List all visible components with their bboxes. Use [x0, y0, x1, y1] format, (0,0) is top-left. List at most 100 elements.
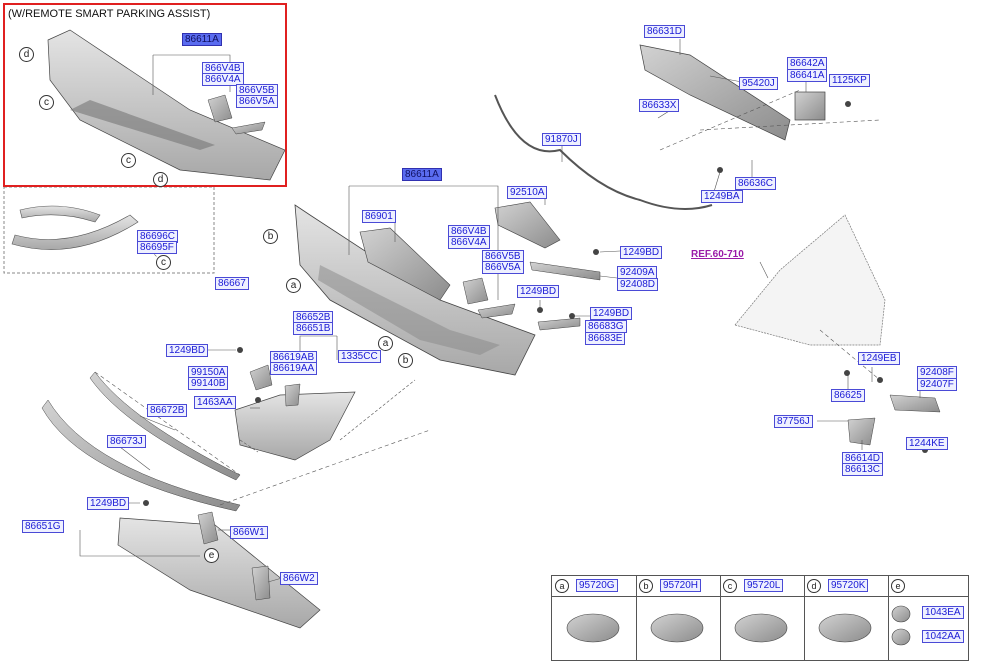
- part-label-detail-866v5a[interactable]: 866V5A: [236, 95, 278, 108]
- part-label-1249bd-4[interactable]: 1249BD: [166, 344, 209, 357]
- part-label-91870j[interactable]: 91870J: [542, 133, 581, 146]
- wiring-harness-shape: [494, 94, 713, 210]
- legend-key: c: [723, 579, 737, 593]
- lower-grille-shape: [234, 391, 356, 461]
- part-label-1249bd-1[interactable]: 1249BD: [620, 246, 663, 259]
- callout-d: d: [153, 172, 168, 187]
- part-label-86641a[interactable]: 86641A: [787, 69, 828, 82]
- bracket-866w1-shape: [197, 511, 219, 545]
- fender-shape: [734, 214, 886, 346]
- bumper-cover-shape: [294, 204, 536, 376]
- sensor-legend-table: a 95720G b 95720H c 95720L d 95720K e 10…: [551, 575, 969, 661]
- camera-bracket-shape: [249, 364, 273, 391]
- part-label-86683e[interactable]: 86683E: [585, 332, 626, 345]
- part-label-1249bd-2[interactable]: 1249BD: [517, 285, 560, 298]
- part-label-1249ba[interactable]: 1249BA: [701, 190, 743, 203]
- bumper-cover-grille: [318, 265, 500, 355]
- detail-bracket-shape: [207, 94, 233, 123]
- part-label-detail-866v4a[interactable]: 866V4A: [202, 73, 244, 86]
- legend-cell-e: e 1043EA 1042AA: [888, 576, 968, 660]
- part-label-86625[interactable]: 86625: [831, 389, 865, 402]
- detail-box-title: (W/REMOTE SMART PARKING ASSIST): [8, 8, 211, 20]
- part-label-866w1[interactable]: 866W1: [230, 526, 268, 539]
- part-label-87756j[interactable]: 87756J: [774, 415, 813, 428]
- part-label-86611a[interactable]: 86611A: [402, 168, 442, 181]
- part-label-detail-86611a[interactable]: 86611A: [182, 33, 222, 46]
- module-86642a-shape: [794, 91, 826, 121]
- part-label-86613c[interactable]: 86613C: [842, 463, 884, 476]
- part-label-1463aa[interactable]: 1463AA: [194, 396, 236, 409]
- molding-86672b-shape: [89, 371, 241, 481]
- legend-cell-c: c 95720L: [720, 576, 805, 660]
- bracket-86619-shape: [284, 383, 301, 407]
- legend-key: d: [807, 579, 821, 593]
- garnish-shape: [494, 201, 561, 249]
- part-label-86633x[interactable]: 86633X: [639, 99, 680, 112]
- legend-key: a: [555, 579, 569, 593]
- part-label-86901[interactable]: 86901: [362, 210, 396, 223]
- part-label-92510a[interactable]: 92510A: [507, 186, 548, 199]
- beam-shape: [639, 44, 791, 141]
- legend-code[interactable]: 95720L: [744, 579, 784, 592]
- part-label-92408d[interactable]: 92408D: [617, 278, 659, 291]
- part-label-86673j[interactable]: 86673J: [107, 435, 146, 448]
- part-label-1249bd-5[interactable]: 1249BD: [87, 497, 130, 510]
- lamp-strip-shape: [529, 261, 601, 281]
- part-label-detail-866v4b[interactable]: 866V4B: [202, 62, 244, 75]
- bracket-86614d-shape: [847, 417, 876, 446]
- part-label-86651b[interactable]: 86651B: [293, 322, 334, 335]
- callout-a: a: [378, 336, 393, 351]
- strip-866v5-shape: [477, 303, 516, 319]
- part-label-866v4a[interactable]: 866V4A: [448, 236, 490, 249]
- part-label-99140b[interactable]: 99140B: [188, 377, 229, 390]
- reference-link[interactable]: REF.60-710: [691, 249, 744, 260]
- part-label-86667[interactable]: 86667: [215, 277, 249, 290]
- part-label-95420j[interactable]: 95420J: [739, 77, 778, 90]
- legend-code[interactable]: 1042AA: [922, 630, 964, 643]
- part-label-92407f[interactable]: 92407F: [917, 378, 957, 391]
- detail-bumper-shape: [47, 29, 286, 181]
- part-label-1249bd-3[interactable]: 1249BD: [590, 307, 633, 320]
- part-label-1244ke[interactable]: 1244KE: [906, 437, 948, 450]
- bumper-bracket-shape: [359, 227, 451, 301]
- side-bracket-shape: [19, 205, 101, 223]
- callout-d: d: [19, 47, 34, 62]
- part-label-86651g[interactable]: 86651G: [22, 520, 64, 533]
- legend-cell-a: a 95720G: [552, 576, 637, 660]
- legend-key: e: [891, 579, 905, 593]
- legend-sensor-shapes: [566, 605, 911, 646]
- callout-c: c: [156, 255, 171, 270]
- legend-code[interactable]: 1043EA: [922, 606, 964, 619]
- part-label-86619aa[interactable]: 86619AA: [270, 362, 318, 375]
- part-label-866v5a[interactable]: 866V5A: [482, 261, 524, 274]
- inset-box: [3, 186, 215, 274]
- legend-key: b: [639, 579, 653, 593]
- legend-code[interactable]: 95720K: [828, 579, 869, 592]
- legend-cell-b: b 95720H: [636, 576, 721, 660]
- callout-a: a: [286, 278, 301, 293]
- part-label-86672b[interactable]: 86672B: [147, 404, 188, 417]
- bracket-866w2-shape: [251, 565, 271, 601]
- detail-bumper-vent: [70, 100, 215, 150]
- part-label-99150a[interactable]: 99150A: [188, 366, 229, 379]
- part-label-866w2[interactable]: 866W2: [280, 572, 318, 585]
- legend-code[interactable]: 95720H: [660, 579, 702, 592]
- part-label-1125kp[interactable]: 1125KP: [829, 74, 870, 87]
- callout-b: b: [263, 229, 278, 244]
- bracket-866v4-shape: [462, 277, 489, 305]
- part-label-86631d[interactable]: 86631D: [644, 25, 686, 38]
- legend-cell-d: d 95720K: [804, 576, 889, 660]
- bracket-92408f-shape: [889, 394, 941, 413]
- part-label-86636c[interactable]: 86636C: [735, 177, 777, 190]
- part-label-1249eb[interactable]: 1249EB: [858, 352, 900, 365]
- callout-c: c: [121, 153, 136, 168]
- callout-b: b: [398, 353, 413, 368]
- part-label-1335cc[interactable]: 1335CC: [338, 350, 381, 363]
- callout-e: e: [204, 548, 219, 563]
- legend-code[interactable]: 95720G: [576, 579, 618, 592]
- part-label-86695f[interactable]: 86695F: [137, 241, 177, 254]
- molding-86673j-shape: [41, 399, 241, 512]
- detail-strip-shape: [231, 121, 266, 135]
- callout-c: c: [39, 95, 54, 110]
